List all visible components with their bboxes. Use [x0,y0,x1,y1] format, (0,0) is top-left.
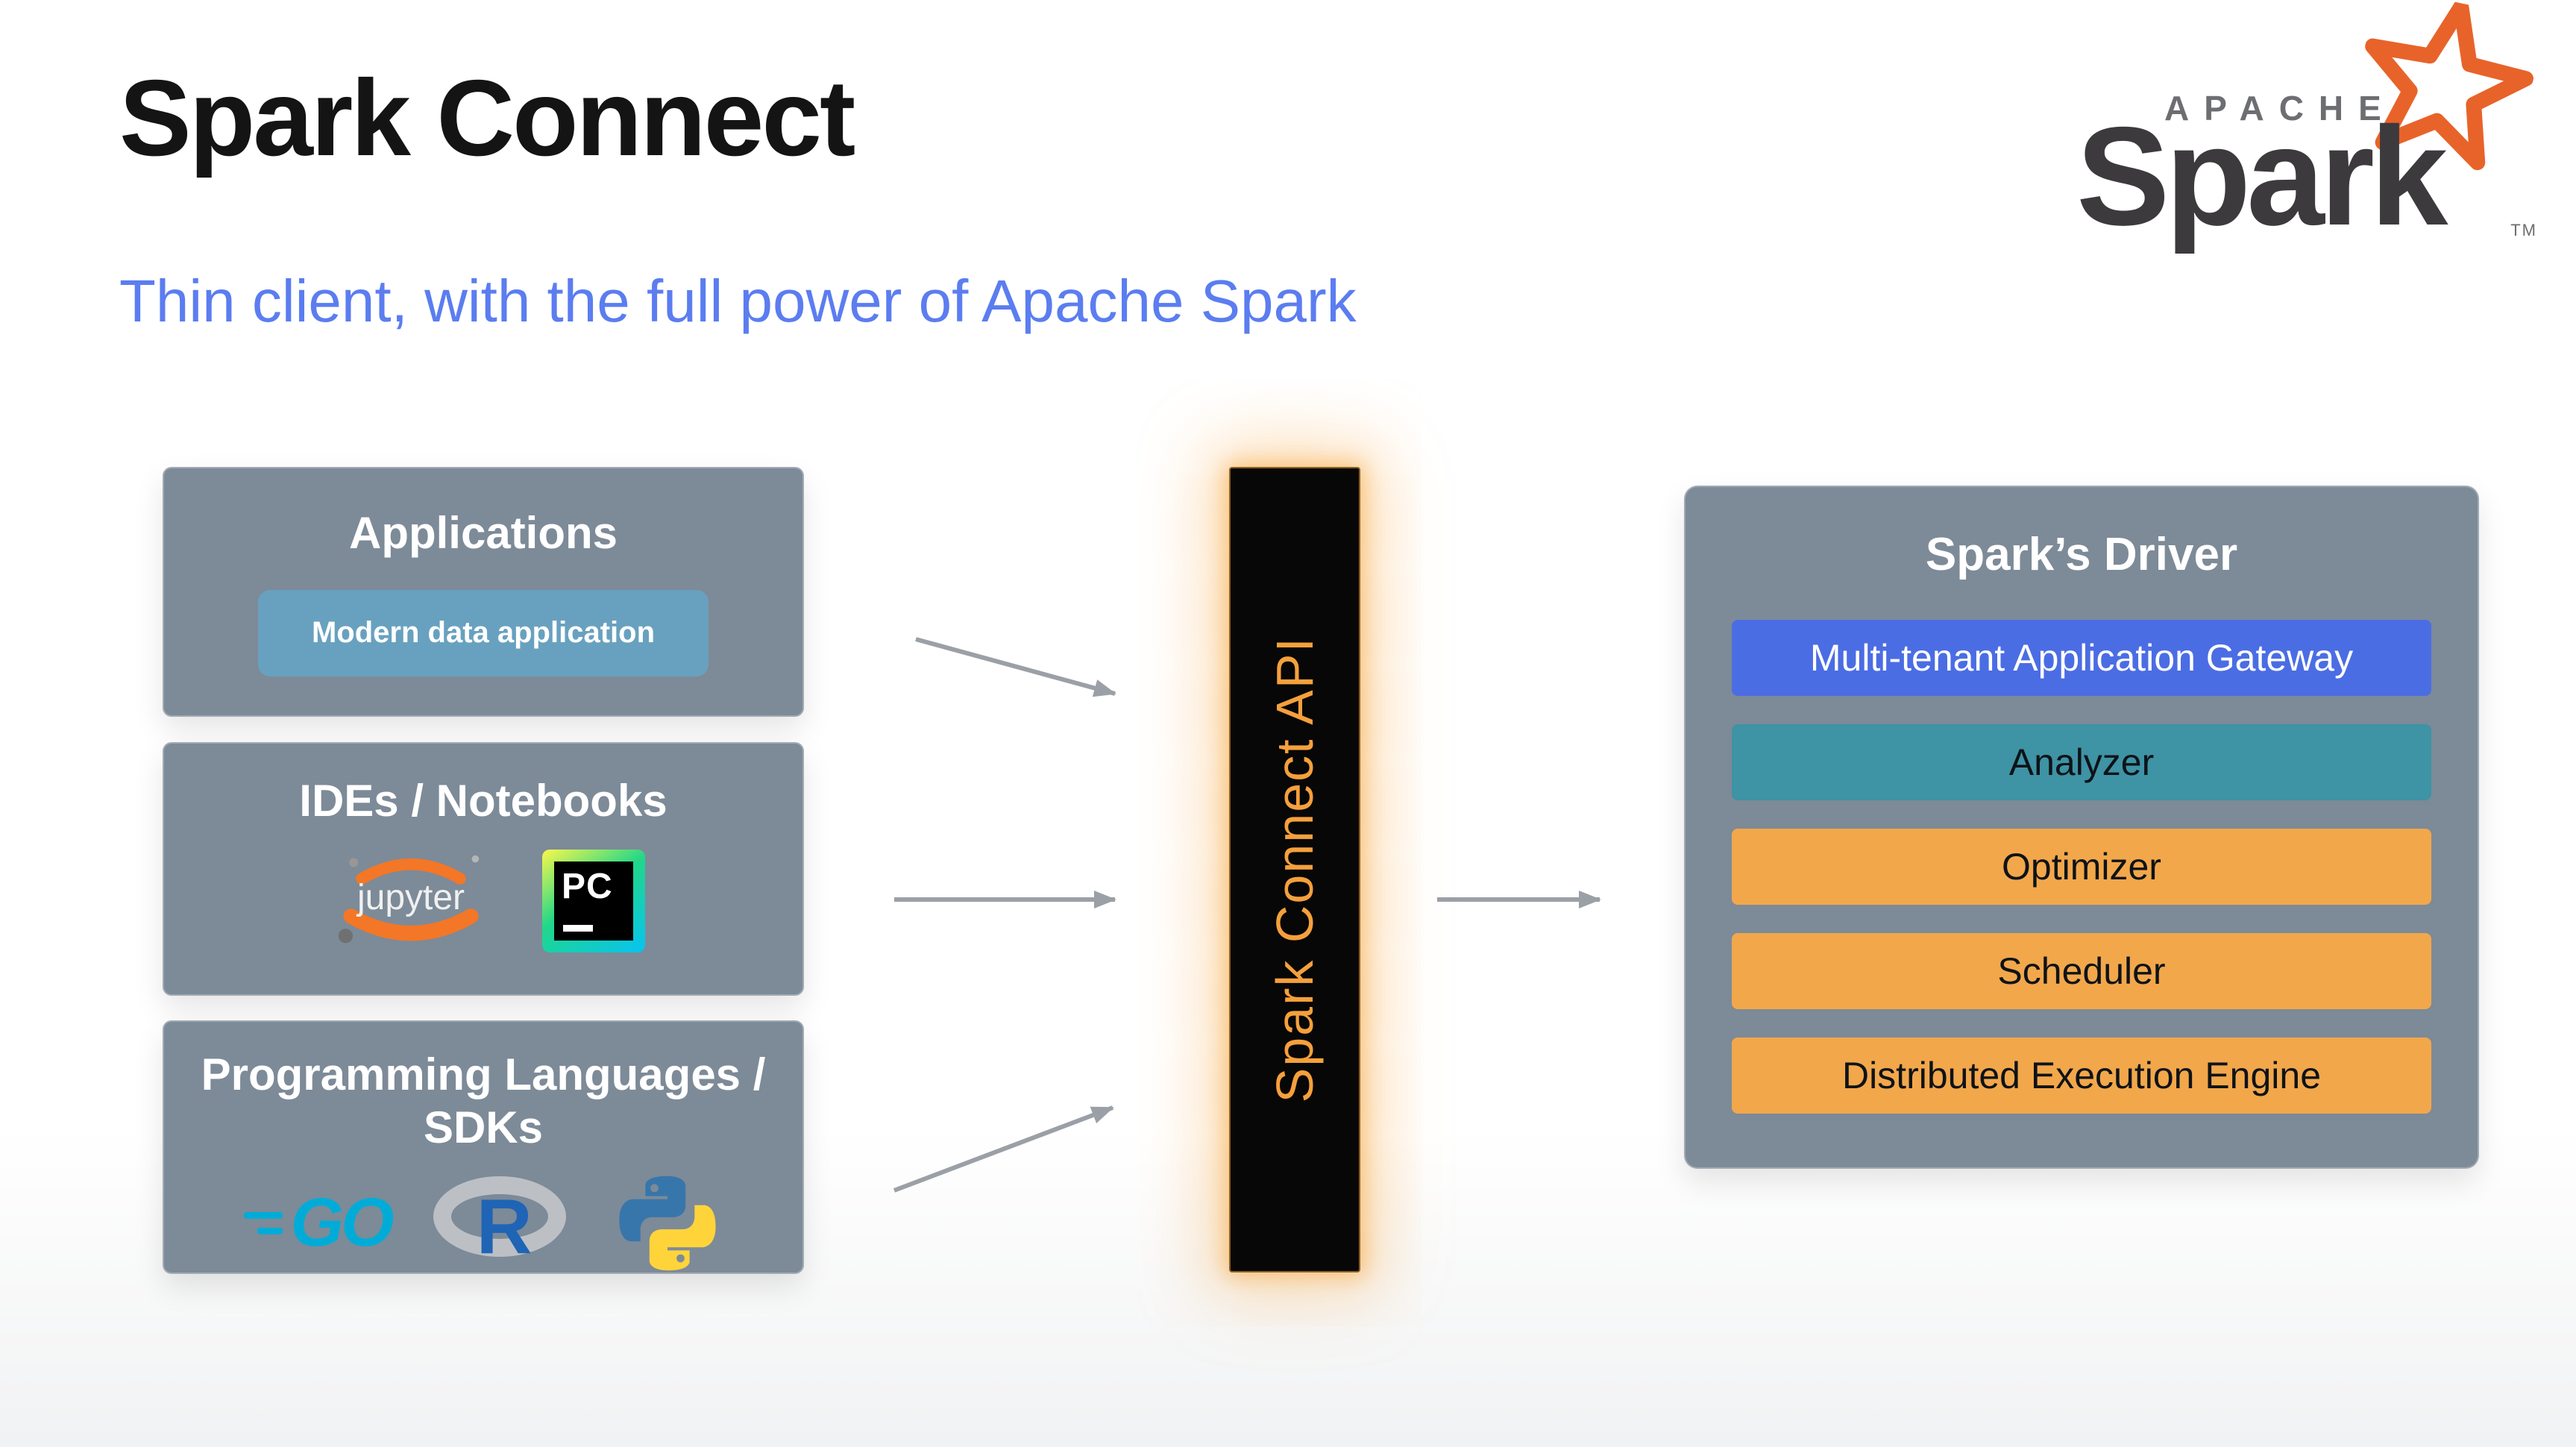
pycharm-icon: PC [542,849,645,952]
spark-connect-api-label: Spark Connect API [1266,636,1324,1103]
languages-sdks-panel: Programming Languages / SDKs GO R [163,1020,804,1274]
subtitle: Thin client, with the full power of Apac… [119,268,1357,334]
applications-panel-title: Applications [348,508,618,558]
language-logo-row: GO R [244,1168,722,1278]
jupyter-label: jupyter [356,878,465,917]
page-title: Spark Connect [119,57,855,178]
driver-bar-optimizer: Optimizer [1732,829,2431,905]
go-label: GO [290,1184,394,1261]
applications-panel: Applications Modern data application [163,467,804,717]
arrow-languages-to-api [893,1105,1114,1193]
r-label: R [476,1183,533,1270]
spark-wordmark: Spark [2076,98,2448,254]
ides-notebooks-panel: IDEs / Notebooks jupyter PC [163,742,804,996]
driver-bar-gateway: Multi-tenant Application Gateway [1732,620,2431,696]
driver-bars: Multi-tenant Application Gateway Analyze… [1732,620,2431,1114]
modern-data-application-chip: Modern data application [258,589,709,677]
driver-bar-analyzer: Analyzer [1732,724,2431,800]
spark-driver-title: Spark’s Driver [1925,529,2238,580]
ides-notebooks-panel-title: IDEs / Notebooks [299,776,667,826]
spark-driver-panel: Spark’s Driver Multi-tenant Application … [1684,486,2479,1169]
trademark-label: TM [2510,221,2537,239]
ide-logo-row: jupyter PC [321,841,645,961]
languages-sdks-panel-title: Programming Languages / SDKs [201,1049,766,1152]
go-icon: GO [244,1184,395,1262]
arrow-applications-to-api [915,637,1116,697]
jupyter-icon: jupyter [338,855,480,944]
r-icon: R [433,1172,571,1275]
spark-star-icon [2365,0,2534,171]
driver-bar-scheduler: Scheduler [1732,933,2431,1009]
driver-bar-execution-engine: Distributed Execution Engine [1732,1038,2431,1114]
spark-connect-api-bar: Spark Connect API [1229,467,1360,1272]
python-icon [618,1176,716,1270]
apache-wordmark: APACHE [2164,89,2396,128]
pycharm-underscore [563,924,593,932]
pycharm-label: PC [562,866,613,906]
apache-spark-logo: APACHE Spark TM [2076,0,2536,254]
